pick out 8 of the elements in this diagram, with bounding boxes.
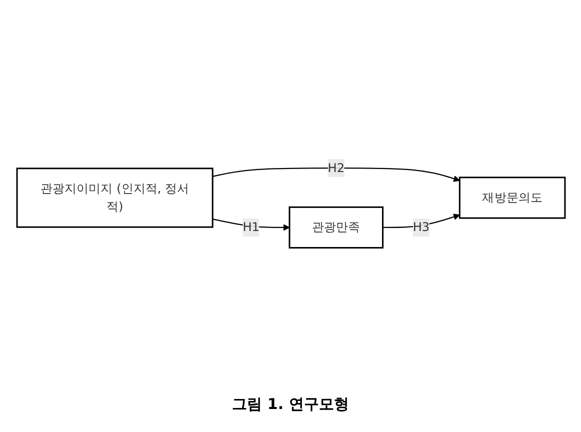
arrow — [212, 168, 460, 182]
node-box: 관광만족 — [288, 206, 384, 249]
edge-label: H3 — [412, 220, 430, 234]
figure-caption: 그림 1. 연구모형 — [232, 394, 349, 414]
edge-label: H1 — [242, 220, 259, 234]
node-box: 관광지이미지 (인지적, 정서적) — [16, 168, 213, 228]
node-box: 재방문의도 — [458, 176, 566, 219]
edge-label: H2 — [327, 160, 344, 175]
